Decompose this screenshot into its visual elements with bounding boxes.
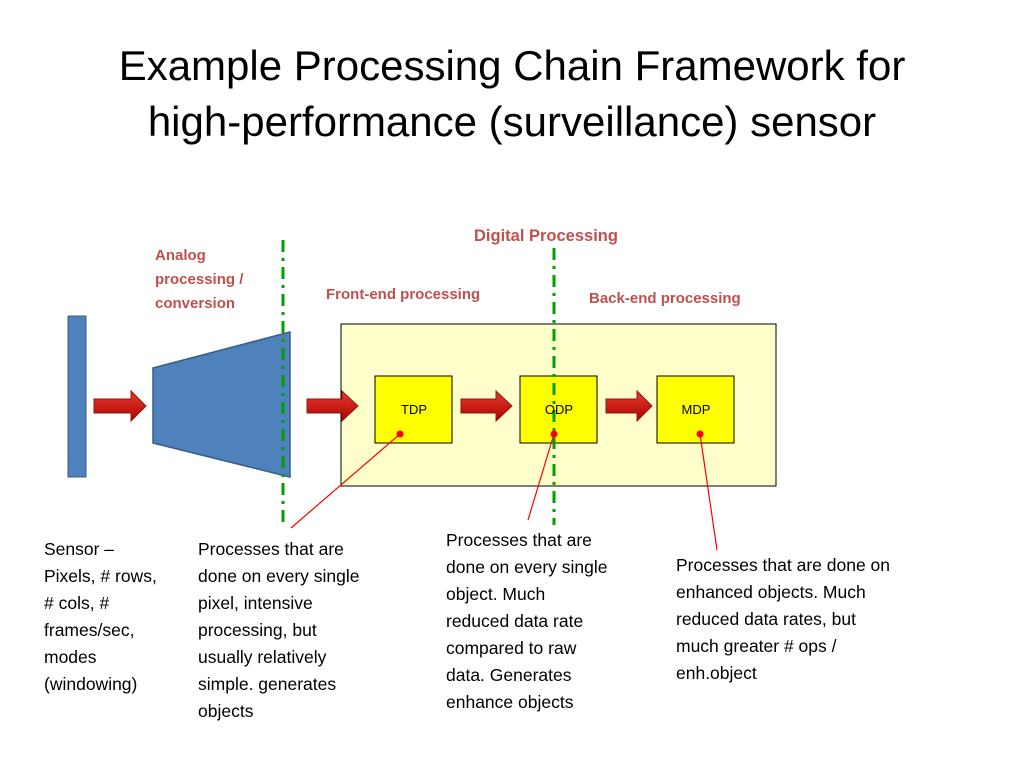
tdp-note-line: usually relatively bbox=[198, 647, 327, 667]
odp-pointer-line bbox=[527, 433, 555, 521]
arrow-odp-to-mdp bbox=[605, 389, 653, 423]
tdp-note-line: objects bbox=[198, 701, 254, 721]
sensor-note-line: frames/sec, bbox=[44, 620, 135, 640]
odp-note: Processes that are done on every single … bbox=[446, 527, 608, 716]
odp-pointer-dot bbox=[550, 430, 558, 438]
odp-note-line: compared to raw bbox=[446, 638, 577, 658]
mdp-note-line: enh.object bbox=[676, 663, 757, 683]
tdp-note-line: simple. generates bbox=[198, 674, 337, 694]
sensor-note-line: Pixels, # rows, bbox=[44, 566, 157, 586]
tdp-box bbox=[374, 375, 453, 444]
mdp-note-line: reduced data rates, but bbox=[676, 609, 856, 629]
sensor-note-line: # cols, # bbox=[44, 593, 110, 613]
arrow-sensor-to-analog bbox=[93, 389, 147, 423]
analog-processing-label: Analog processing / conversion bbox=[155, 244, 243, 316]
tdp-pointer-line bbox=[290, 433, 401, 529]
back-end-processing-label: Back-end processing bbox=[589, 290, 741, 307]
analog-label-line-3: conversion bbox=[155, 295, 236, 312]
slide-title: Example Processing Chain Framework for h… bbox=[0, 38, 1024, 150]
tdp-note: Processes that are done on every single … bbox=[198, 536, 360, 725]
arrow-analog-to-tdp bbox=[306, 389, 359, 423]
odp-label: ODP bbox=[544, 402, 574, 417]
mdp-pointer-dot bbox=[696, 430, 704, 438]
odp-note-line: reduced data rate bbox=[446, 611, 584, 631]
odp-box bbox=[519, 375, 598, 444]
analog-converter-shape bbox=[152, 331, 291, 478]
sensor-note-line: modes bbox=[44, 647, 97, 667]
mdp-label: MDP bbox=[681, 402, 711, 417]
tdp-note-line: Processes that are bbox=[198, 539, 344, 559]
mdp-note-line: enhanced objects. Much bbox=[676, 582, 866, 602]
title-line-2: high-performance (surveillance) sensor bbox=[147, 98, 877, 145]
tdp-pointer-dot bbox=[396, 430, 404, 438]
arrow-tdp-to-odp bbox=[460, 389, 513, 423]
front-end-processing-label: Front-end processing bbox=[326, 286, 481, 303]
odp-note-line: object. Much bbox=[446, 584, 546, 604]
mdp-note-line: much greater # ops / bbox=[676, 636, 837, 656]
odp-note-line: done on every single bbox=[446, 557, 608, 577]
odp-note-line: Processes that are bbox=[446, 530, 592, 550]
mdp-pointer-line bbox=[699, 433, 718, 551]
mdp-note: Processes that are done on enhanced obje… bbox=[676, 552, 890, 687]
mdp-box bbox=[656, 375, 735, 444]
digital-processing-label: Digital Processing bbox=[474, 227, 618, 245]
odp-note-line: data. Generates bbox=[446, 665, 572, 685]
sensor-note-line: (windowing) bbox=[44, 674, 138, 694]
tdp-note-line: done on every single bbox=[198, 566, 360, 586]
sensor-bar bbox=[67, 315, 87, 478]
odp-note-line: enhance objects bbox=[446, 692, 574, 712]
analog-label-line-1: Analog bbox=[155, 247, 206, 264]
tdp-note-line: processing, but bbox=[198, 620, 317, 640]
sensor-note-line: Sensor – bbox=[44, 539, 115, 559]
mdp-note-line: Processes that are done on bbox=[676, 555, 891, 575]
sensor-note: Sensor – Pixels, # rows, # cols, # frame… bbox=[44, 536, 157, 698]
analog-label-line-2: processing / bbox=[155, 271, 244, 288]
title-line-1: Example Processing Chain Framework for bbox=[118, 42, 906, 89]
tdp-label: TDP bbox=[401, 402, 427, 417]
tdp-note-line: pixel, intensive bbox=[198, 593, 313, 613]
